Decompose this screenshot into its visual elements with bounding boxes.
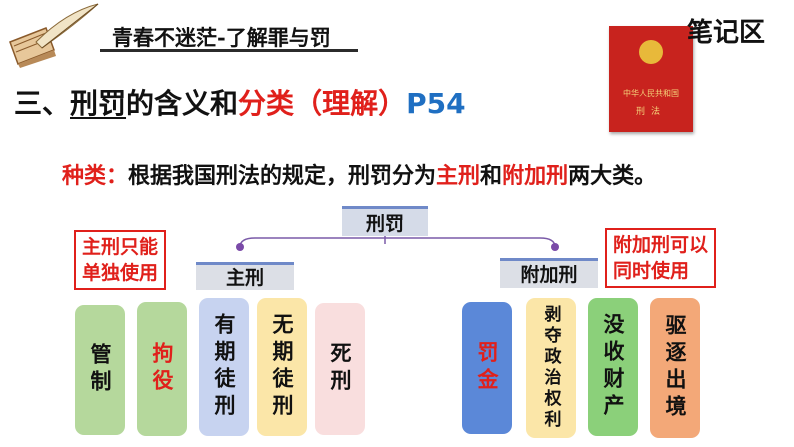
notes-area-label: 笔记区 bbox=[687, 18, 766, 48]
tree-branch-main: 主刑 bbox=[196, 262, 294, 290]
main-penalty-note: 主刑只能 单独使用 bbox=[74, 230, 167, 290]
penalty-label: 拘役 bbox=[150, 342, 174, 396]
law-book-subtitle: 刑法 bbox=[635, 107, 666, 117]
penalty-label: 有期徒刑 bbox=[212, 313, 236, 421]
penalty-label: 无期徒刑 bbox=[270, 313, 294, 421]
additional-penalty-note: 附加刑可以 同时使用 bbox=[605, 228, 717, 288]
main-note-line-1: 主刑只能 bbox=[82, 236, 159, 258]
penalty-additional-0: 罚金 bbox=[462, 302, 512, 434]
penalty-label: 死刑 bbox=[328, 342, 352, 396]
tree-root-punishment: 刑罚 bbox=[342, 206, 428, 236]
additional-note-line-2: 同时使用 bbox=[613, 260, 690, 282]
header-title: 青春不迷茫-了解罪与罚 bbox=[112, 25, 331, 50]
penalty-label: 剥夺政治权利 bbox=[540, 305, 561, 431]
types-label: 种类： bbox=[62, 164, 129, 189]
types-sentence: 种类：根据我国刑法的规定，刑罚分为主刑和附加刑两大类。 bbox=[62, 158, 656, 190]
section-heading: 三、刑罚的含义和分类（理解）P54 bbox=[14, 82, 466, 122]
penalty-main-2: 有期徒刑 bbox=[199, 298, 249, 436]
penalty-label: 罚金 bbox=[475, 341, 499, 395]
types-text-2: 两大类。 bbox=[568, 164, 657, 189]
additional-note-line-1: 附加刑可以 bbox=[613, 234, 709, 256]
header-underline bbox=[100, 49, 358, 52]
criminal-law-book-image: 中华人民共和国 刑法 bbox=[609, 26, 693, 132]
tree-branch-additional: 附加刑 bbox=[500, 258, 598, 288]
types-and: 和 bbox=[480, 164, 503, 189]
types-text-1: 根据我国刑法的规定，刑罚分为 bbox=[128, 164, 437, 189]
penalty-main-1: 拘役 bbox=[137, 302, 187, 436]
penalty-main-3: 无期徒刑 bbox=[257, 298, 307, 436]
section-prefix: 三、 bbox=[14, 87, 71, 120]
penalty-additional-3: 驱逐出境 bbox=[650, 298, 700, 438]
book-quill-icon bbox=[9, 3, 99, 68]
main-note-line-2: 单独使用 bbox=[82, 262, 159, 284]
section-level: （理解） bbox=[294, 87, 407, 120]
penalty-additional-1: 剥夺政治权利 bbox=[526, 298, 576, 438]
law-book-title: 中华人民共和国 bbox=[623, 89, 679, 98]
penalty-label: 没收财产 bbox=[601, 313, 625, 421]
section-text: 的含义和 bbox=[126, 87, 239, 120]
penalty-main-0: 管制 bbox=[75, 305, 125, 435]
penalty-main-4: 死刑 bbox=[315, 303, 365, 435]
types-main: 主刑 bbox=[436, 164, 481, 189]
national-emblem-icon bbox=[639, 40, 663, 64]
section-keyword-punishment: 刑罚 bbox=[70, 87, 127, 120]
types-additional: 附加刑 bbox=[502, 164, 569, 189]
section-page-ref: P54 bbox=[406, 87, 466, 120]
penalty-label: 管制 bbox=[88, 343, 112, 397]
section-keyword-classification: 分类 bbox=[238, 87, 295, 120]
penalty-additional-2: 没收财产 bbox=[588, 298, 638, 436]
penalty-label: 驱逐出境 bbox=[663, 314, 687, 422]
